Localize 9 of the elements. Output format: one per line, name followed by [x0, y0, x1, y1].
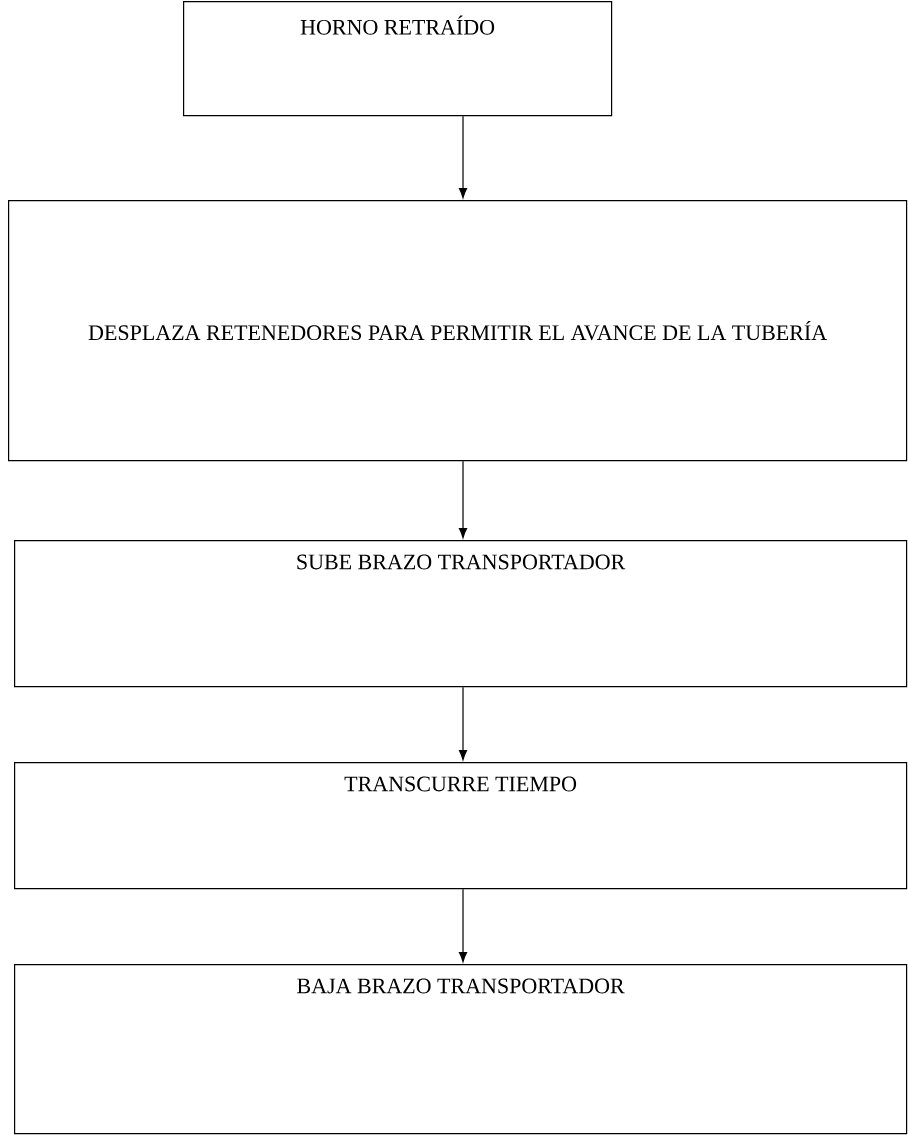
process-box: HORNO RETRAÍDO: [183, 1, 613, 117]
arrow: [458, 686, 468, 761]
arrow: [458, 460, 468, 539]
process-box: TRANSCURRE TIEMPO: [14, 762, 908, 890]
arrow: [458, 115, 468, 199]
process-box: BAJA BRAZO TRANSPORTADOR: [14, 964, 908, 1135]
arrow: [458, 888, 468, 963]
process-box: SUBE BRAZO TRANSPORTADOR: [14, 540, 908, 688]
process-box: DESPLAZA RETENEDORES PARA PERMITIR EL AVANCE DE LA TUBERÍA: [8, 200, 908, 462]
